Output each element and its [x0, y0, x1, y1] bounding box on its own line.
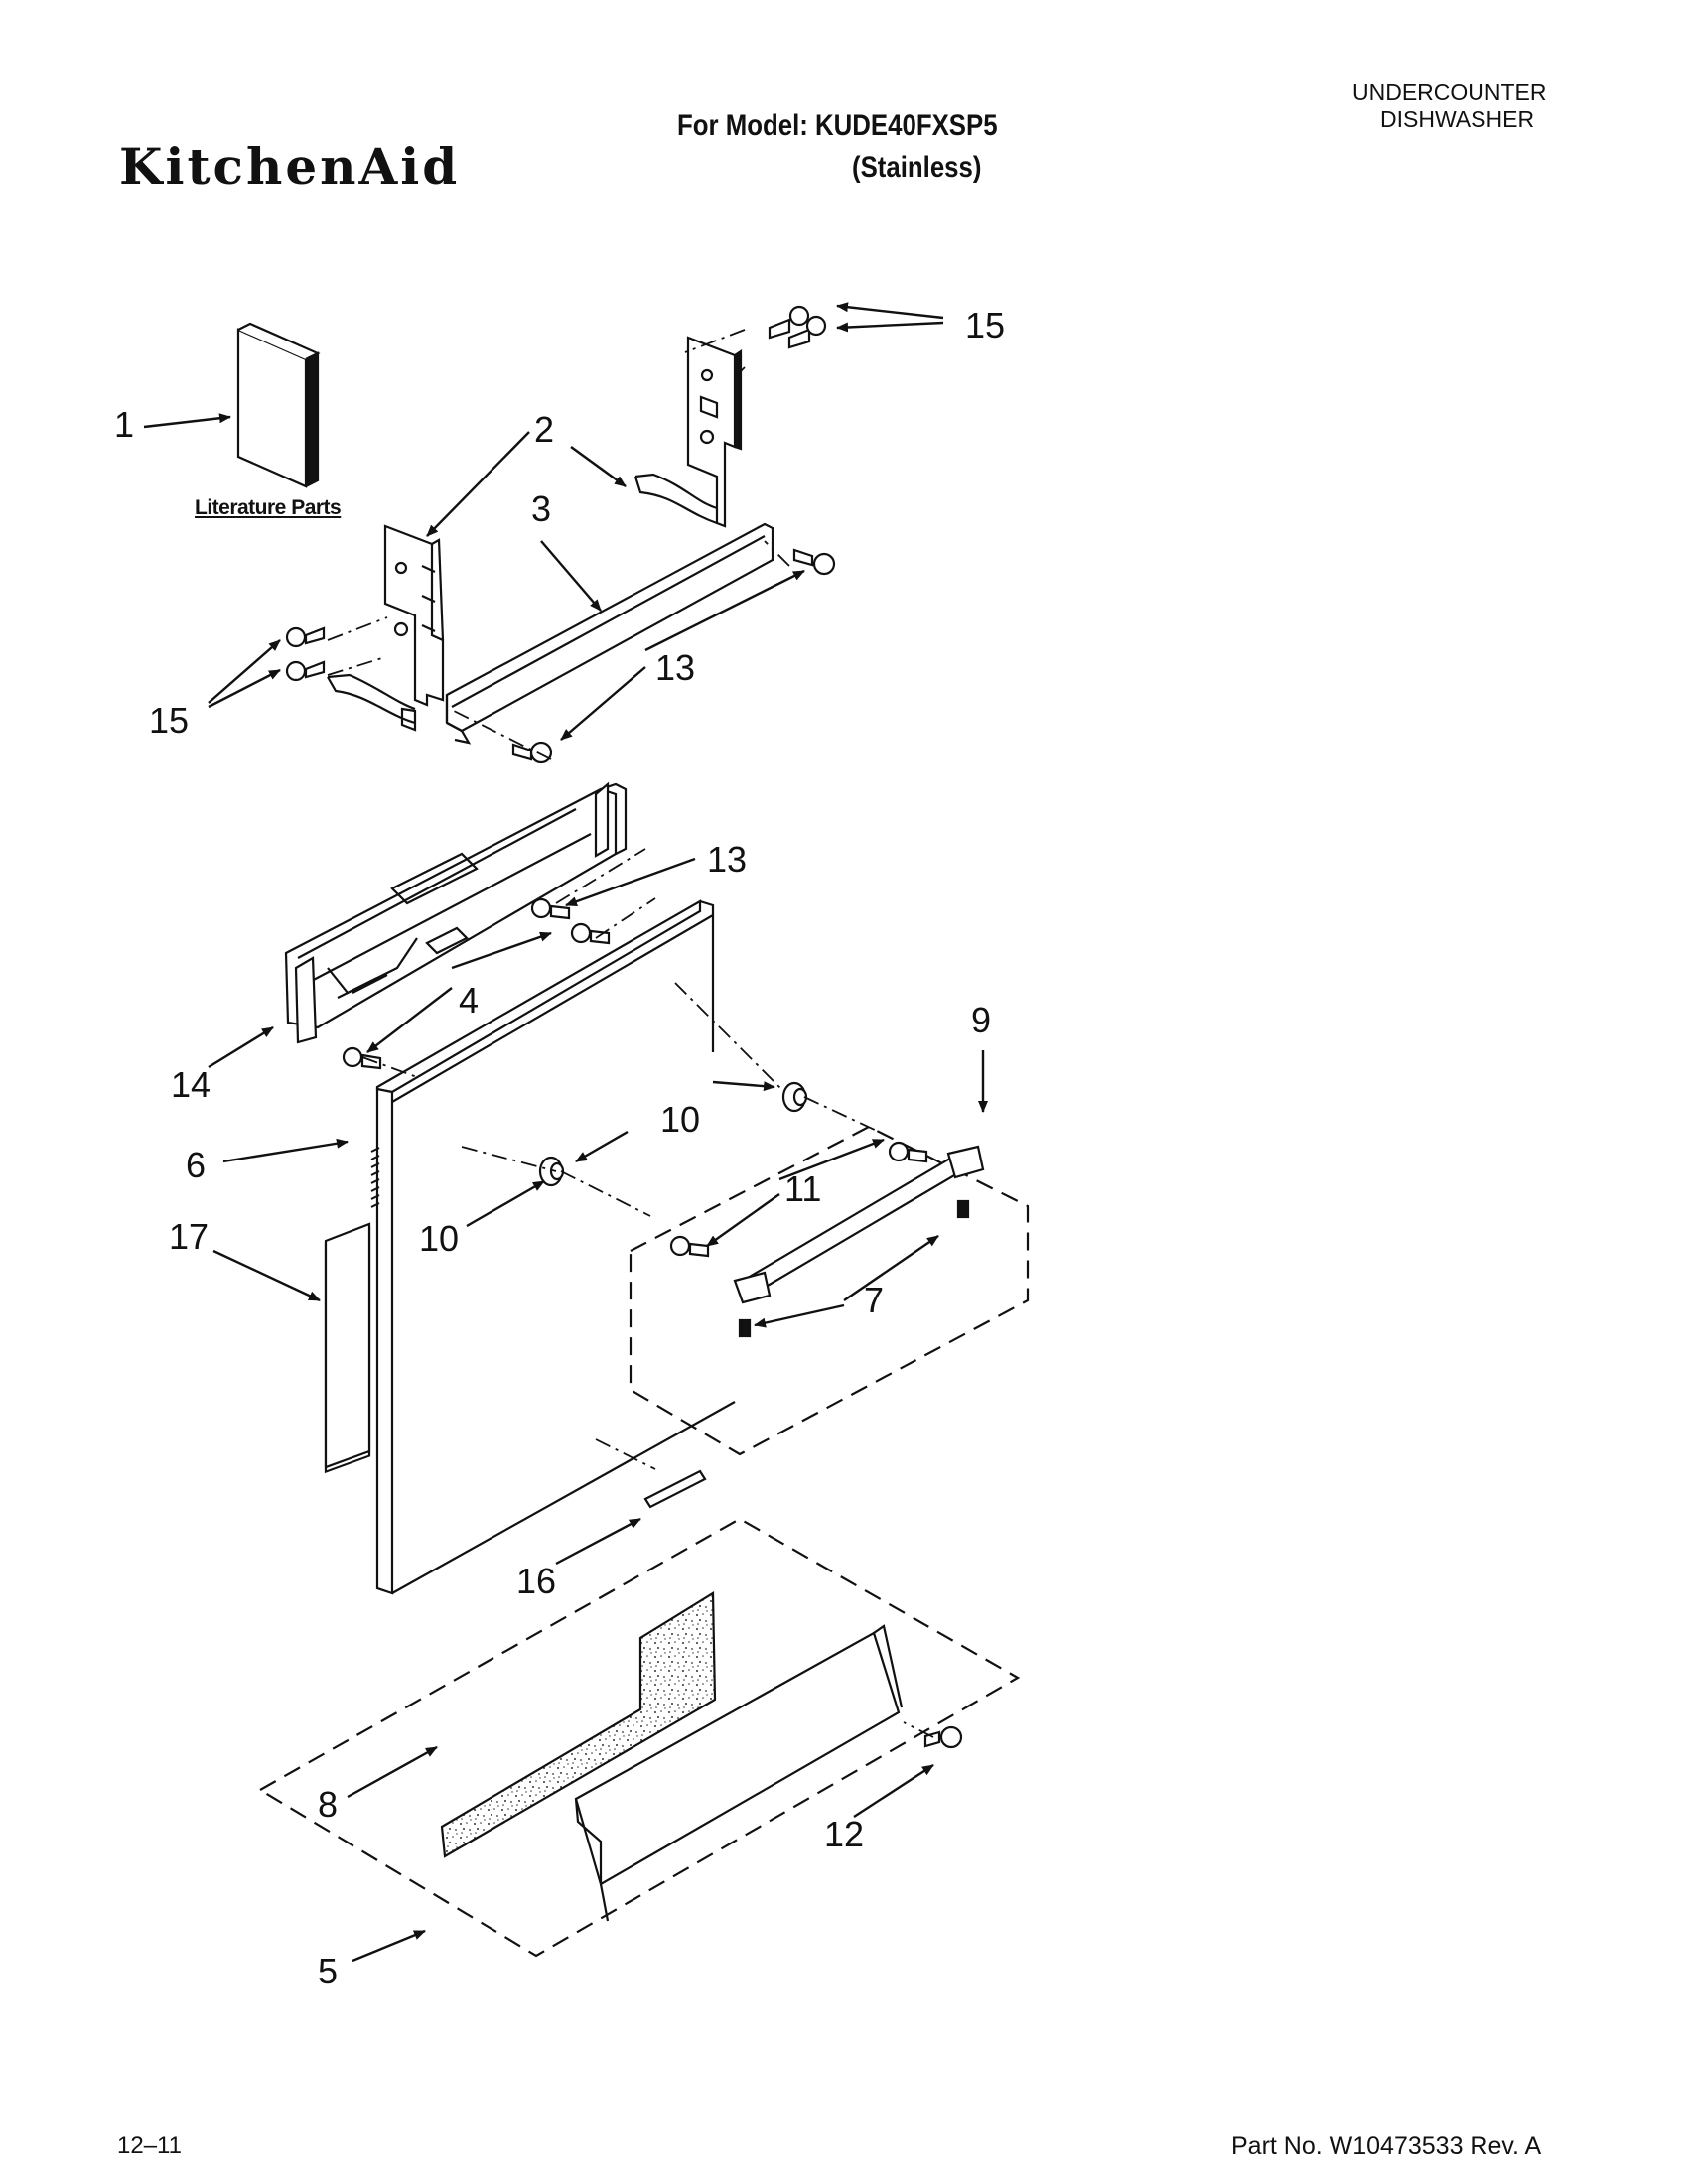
left-door-bracket — [327, 524, 445, 732]
category-line-2: DISHWASHER — [1380, 106, 1535, 132]
handle-group-outline — [629, 1125, 1030, 1456]
callout-15-lower: 15 — [149, 700, 189, 741]
callout-15-upper: 15 — [965, 305, 1005, 345]
toe-insulation-block — [440, 1591, 717, 1858]
callout-8: 8 — [318, 1784, 338, 1825]
callout-1: 1 — [114, 404, 134, 445]
model-line: For Model: KUDE40FXSP5 — [677, 109, 998, 142]
callout-10-upper: 10 — [660, 1099, 700, 1140]
callout-17: 17 — [169, 1216, 209, 1257]
callout-9: 9 — [971, 1000, 991, 1040]
category-line-1: UNDERCOUNTER — [1352, 79, 1547, 105]
callout-labels: 1 2 3 4 5 6 7 8 9 10 10 11 12 13 13 14 1… — [114, 305, 1005, 1991]
literature-parts-label: Literature Parts — [195, 496, 342, 519]
top-channel-bracket — [445, 522, 774, 745]
door-panel — [370, 899, 736, 1595]
door-handle — [733, 1145, 985, 1338]
right-door-bracket — [633, 336, 743, 528]
callout-10-lower: 10 — [419, 1218, 459, 1259]
alignment-lines — [327, 329, 934, 1738]
toe-panel — [574, 1624, 904, 1922]
control-panel-assembly — [284, 781, 628, 1044]
callout-16: 16 — [516, 1561, 556, 1601]
callout-5: 5 — [318, 1951, 338, 1991]
callout-2: 2 — [534, 409, 554, 450]
date-code: 12–11 — [117, 2132, 182, 2159]
literature-booklet — [236, 322, 321, 488]
callout-3: 3 — [531, 488, 551, 529]
callout-13-upper: 13 — [655, 647, 695, 688]
callout-11: 11 — [784, 1168, 821, 1209]
nameplate-badge — [643, 1469, 707, 1509]
model-variant: (Stainless) — [852, 151, 982, 184]
callout-14: 14 — [171, 1064, 211, 1105]
screws — [285, 305, 963, 1749]
brand-logo: KitchenAid — [119, 137, 461, 196]
callout-13-lower: 13 — [707, 839, 747, 880]
callout-4: 4 — [459, 980, 479, 1021]
callout-7: 7 — [864, 1280, 884, 1320]
callout-12: 12 — [824, 1814, 864, 1854]
leader-arrows — [143, 302, 988, 1963]
callout-6: 6 — [186, 1145, 206, 1185]
toe-panel-group-outline — [257, 1517, 1021, 1958]
part-number: Part No. W10473533 Rev. A — [1231, 2132, 1542, 2160]
